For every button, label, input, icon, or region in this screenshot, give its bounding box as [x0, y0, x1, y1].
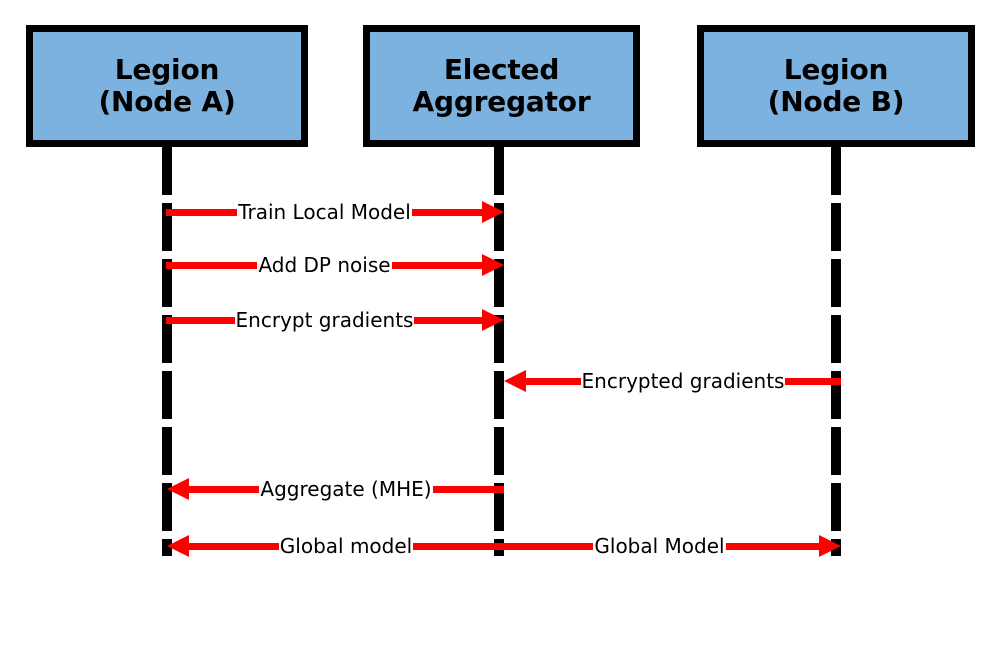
message-global-model-node-a[interactable]: Global model — [167, 529, 504, 563]
participant-label-line2: Aggregator — [412, 85, 591, 118]
message-encrypted-gradients[interactable]: Encrypted gradients — [504, 364, 841, 398]
message-line — [188, 542, 279, 550]
lifeline-node-b — [831, 147, 841, 556]
participant-box-node-b[interactable]: Legion (Node B) — [697, 25, 975, 147]
message-line — [188, 485, 260, 493]
arrowhead-right-icon — [819, 535, 841, 557]
message-label: Add DP noise — [258, 253, 391, 277]
participant-box-node-a[interactable]: Legion (Node A) — [26, 25, 308, 147]
message-line — [166, 208, 238, 216]
message-line — [725, 542, 820, 550]
arrowhead-left-icon — [504, 370, 526, 392]
message-line — [432, 485, 504, 493]
arrowhead-right-icon — [482, 201, 504, 223]
message-line — [785, 377, 841, 385]
participant-label-line1: Legion — [783, 52, 889, 86]
arrowhead-left-icon — [167, 478, 189, 500]
message-encrypt-gradients[interactable]: Encrypt gradients — [166, 303, 504, 337]
arrowhead-right-icon — [482, 309, 504, 331]
lifeline-node-a — [162, 147, 172, 556]
message-line — [413, 542, 504, 550]
message-line — [166, 261, 258, 269]
message-label: Train Local Model — [238, 200, 411, 224]
message-label: Encrypt gradients — [235, 308, 414, 332]
participant-label-line1: Legion — [114, 52, 220, 86]
message-line — [414, 316, 483, 324]
message-line — [525, 377, 581, 385]
message-line — [166, 316, 235, 324]
arrowhead-left-icon — [167, 535, 189, 557]
arrowhead-right-icon — [482, 254, 504, 276]
participant-label-line2: (Node A) — [98, 85, 236, 118]
message-aggregate-mhe[interactable]: Aggregate (MHE) — [167, 472, 504, 506]
message-label: Global model — [279, 534, 413, 558]
message-global-model-node-b[interactable]: Global Model — [499, 529, 841, 563]
message-line — [411, 208, 483, 216]
participant-label-line2: (Node B) — [767, 85, 905, 118]
message-line — [391, 261, 483, 269]
lifeline-aggregator — [494, 147, 504, 556]
participant-label-line1: Elected — [443, 52, 560, 86]
message-add-dp-noise[interactable]: Add DP noise — [166, 248, 504, 282]
message-line — [499, 542, 594, 550]
message-label: Global Model — [594, 534, 725, 558]
message-label: Aggregate (MHE) — [260, 477, 432, 501]
participant-box-aggregator[interactable]: Elected Aggregator — [363, 25, 640, 147]
message-label: Encrypted gradients — [581, 369, 785, 393]
message-train-local-model[interactable]: Train Local Model — [166, 195, 504, 229]
